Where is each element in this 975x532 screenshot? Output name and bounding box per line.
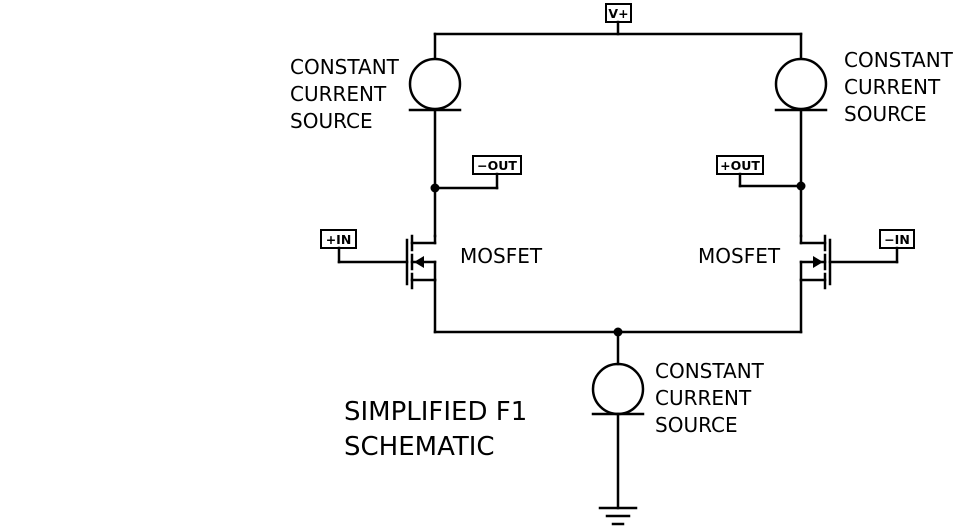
current-source-tail	[591, 362, 645, 416]
source-label-left: CONSTANT CURRENT SOURCE	[290, 55, 400, 133]
title-line2: SCHEMATIC	[344, 432, 495, 462]
source-right-line3: SOURCE	[844, 102, 927, 126]
source-right-line1: CONSTANT	[844, 48, 954, 72]
current-source-left	[408, 57, 462, 112]
junction-dot-bottom	[613, 327, 623, 337]
source-left-line3: SOURCE	[290, 109, 373, 133]
source-tail-line2: CURRENT	[655, 386, 752, 410]
source-label-right: CONSTANT CURRENT SOURCE	[844, 48, 954, 126]
mosfet-left-label: MOSFET	[460, 244, 543, 268]
source-label-tail: CONSTANT CURRENT SOURCE	[655, 359, 765, 437]
source-left-line1: CONSTANT	[290, 55, 400, 79]
minus-out-terminal: −OUT	[472, 155, 522, 175]
right-branch-wires	[738, 32, 803, 334]
minus-out-label: −OUT	[477, 158, 517, 173]
source-right-line2: CURRENT	[844, 75, 941, 99]
junction-dot-right	[796, 181, 806, 191]
current-source-right	[774, 57, 828, 112]
minus-in-label: −IN	[884, 232, 910, 247]
plus-out-terminal: +OUT	[716, 155, 764, 175]
mosfet-right-label: MOSFET	[698, 244, 781, 268]
minus-in-terminal: −IN	[879, 229, 915, 249]
source-left-line2: CURRENT	[290, 82, 387, 106]
junction-dot-left	[430, 183, 440, 193]
mosfet-left	[337, 234, 437, 290]
mosfet-right	[799, 234, 899, 290]
source-tail-line1: CONSTANT	[655, 359, 765, 383]
plus-in-label: +IN	[326, 232, 352, 247]
left-branch-wires	[433, 32, 499, 334]
vplus-terminal: V+	[605, 3, 632, 23]
source-tail-line3: SOURCE	[655, 413, 738, 437]
top-rail	[433, 20, 803, 36]
title-line1: SIMPLIFIED F1	[344, 397, 527, 427]
vplus-label: V+	[608, 6, 628, 21]
plus-in-terminal: +IN	[320, 229, 357, 249]
ground-symbol	[598, 506, 638, 526]
plus-out-label: +OUT	[720, 158, 760, 173]
diagram-title: SIMPLIFIED F1 SCHEMATIC	[344, 397, 527, 462]
